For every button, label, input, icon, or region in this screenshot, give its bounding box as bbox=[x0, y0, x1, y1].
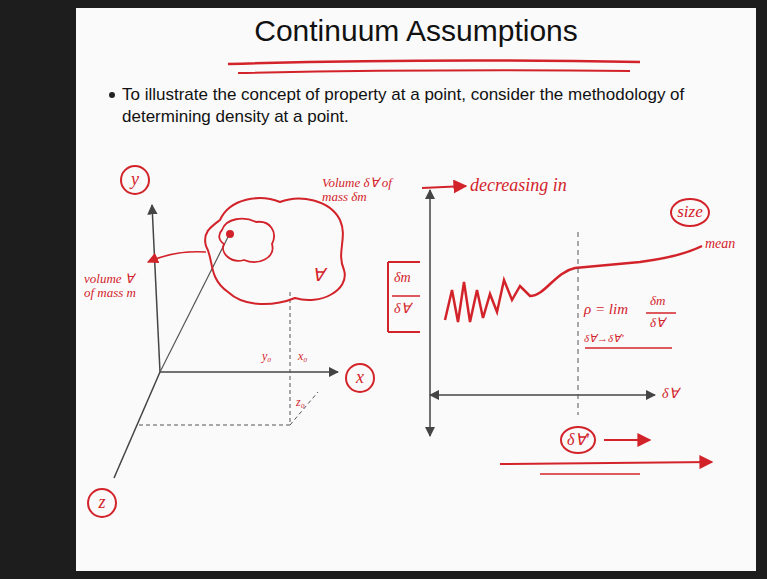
blob-outline bbox=[200, 190, 350, 310]
slide-title: Continuum Assumptions bbox=[76, 14, 756, 48]
drawing-stroke bbox=[228, 60, 640, 64]
drawing-stroke bbox=[160, 371, 338, 373]
bullet-text: To illustrate the concept of property at… bbox=[122, 84, 732, 128]
limit-subscript: δ∀→δ∀' bbox=[584, 332, 624, 344]
volume-note: volume ∀ of mass m bbox=[84, 272, 146, 301]
drawing-stroke bbox=[387, 262, 389, 332]
drawing-stroke bbox=[138, 425, 290, 426]
drawing-stroke bbox=[290, 392, 318, 425]
node-text: size bbox=[677, 203, 703, 222]
drawing-stroke bbox=[205, 198, 345, 304]
node-text: ∀ bbox=[312, 266, 324, 286]
drawing-stroke bbox=[604, 439, 650, 441]
coordinate-label: z₀ bbox=[296, 396, 305, 409]
circled-label: x bbox=[345, 363, 375, 393]
drawing-stroke bbox=[500, 462, 712, 464]
drawing-stroke bbox=[219, 219, 274, 262]
fraction-part: δm bbox=[394, 270, 411, 285]
fraction-part: δ∀ bbox=[650, 316, 665, 330]
drawing-stroke bbox=[445, 246, 702, 322]
drawing-stroke bbox=[152, 205, 160, 372]
drawing-stroke bbox=[422, 186, 466, 188]
volume-region: ∀ bbox=[200, 190, 350, 310]
node-text: x bbox=[356, 368, 364, 388]
drawing-stroke bbox=[109, 92, 115, 98]
drawing-stroke bbox=[540, 473, 640, 475]
drawing-stroke bbox=[578, 232, 579, 415]
circled-label: y bbox=[120, 165, 150, 195]
axis-label: δ∀ bbox=[662, 386, 679, 401]
drawing-stroke bbox=[430, 394, 655, 396]
drawing-stroke bbox=[148, 252, 206, 262]
drawing-stroke bbox=[646, 312, 676, 314]
circled-label: z bbox=[87, 488, 117, 518]
drawing-stroke bbox=[290, 292, 291, 425]
fraction-part: δm bbox=[650, 294, 665, 308]
node-text: z bbox=[98, 493, 105, 513]
drawing-stroke bbox=[226, 230, 234, 238]
volume-note: Volume δ∀ of mass δm bbox=[322, 176, 418, 205]
node-text: y bbox=[131, 170, 139, 190]
drawing-stroke bbox=[429, 190, 431, 436]
drawing-stroke bbox=[585, 347, 672, 349]
circled-label: size bbox=[670, 198, 710, 227]
fraction-part: δ∀ bbox=[394, 301, 411, 316]
coordinate-label: x₀ bbox=[298, 350, 308, 363]
formula-text: ρ = lim bbox=[584, 301, 628, 318]
coordinate-label: y₀ bbox=[262, 350, 272, 363]
drawing-stroke bbox=[160, 235, 229, 372]
drawing-stroke bbox=[392, 295, 420, 297]
drawing-stroke bbox=[238, 70, 630, 73]
annotation-text: mean bbox=[705, 236, 735, 251]
node-text: δ∀' bbox=[567, 431, 589, 449]
circled-label: δ∀' bbox=[560, 426, 596, 454]
drawing-stroke bbox=[388, 262, 420, 332]
annotation-text: decreasing in bbox=[470, 176, 567, 196]
